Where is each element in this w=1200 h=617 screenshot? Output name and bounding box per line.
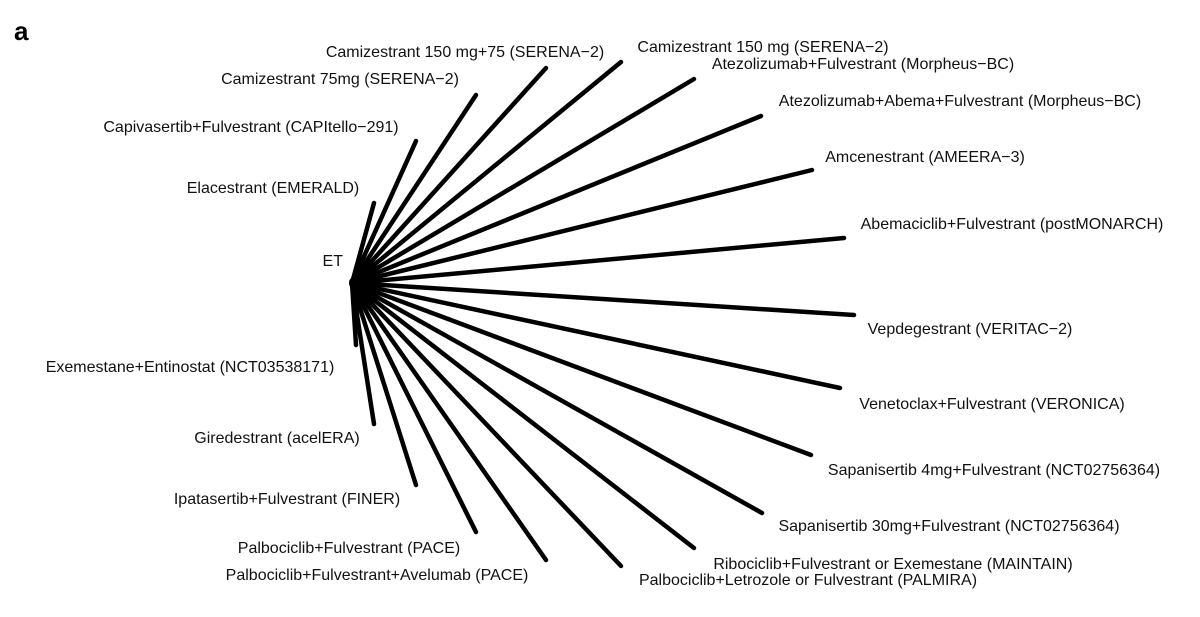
edge-venetoclax-fulv: [349, 280, 843, 391]
edge-ipatasertib: [349, 280, 419, 488]
edge-capivasertib: [349, 138, 419, 286]
edge-ribociclib: [349, 280, 697, 551]
edge-camizestrant-150: [349, 59, 624, 286]
node-label-atezolizumab-fulv: Atezolizumab+Fulvestrant (Morpheus−BC): [712, 56, 1014, 73]
node-label-palbociclib-letrozole: Palbociclib+Letrozole or Fulvestrant (PA…: [639, 572, 977, 589]
node-label-abemaciclib-fulv: Abemaciclib+Fulvestrant (postMONARCH): [861, 216, 1164, 233]
edge-atezolizumab-abema-fulv: [349, 113, 764, 286]
node-label-sapanisertib-4: Sapanisertib 4mg+Fulvestrant (NCT0275636…: [828, 462, 1160, 479]
node-label-amcenestrant: Amcenestrant (AMEERA−3): [825, 149, 1025, 166]
node-label-sapanisertib-30: Sapanisertib 30mg+Fulvestrant (NCT027563…: [778, 518, 1119, 535]
node-label-venetoclax-fulv: Venetoclax+Fulvestrant (VERONICA): [859, 396, 1124, 413]
labels-group: ET Camizestrant 150 mg+75 (SERENA−2) Cami…: [46, 39, 1164, 589]
node-label-elacestrant: Elacestrant (EMERALD): [187, 180, 360, 197]
edge-abemaciclib-fulv: [349, 235, 847, 286]
panel-label: a: [14, 16, 29, 46]
edge-atezolizumab-fulv: [349, 76, 697, 286]
edge-palbociclib-fulv-avelumab: [349, 280, 549, 563]
edge-elacestrant: [349, 200, 377, 286]
node-label-giredestrant: Giredestrant (acelERA): [194, 430, 359, 447]
node-label-exemestane-entinostat: Exemestane+Entinostat (NCT03538171): [46, 359, 335, 376]
edge-sapanisertib-30: [349, 280, 765, 516]
node-label-camizestrant-150: Camizestrant 150 mg (SERENA−2): [637, 39, 888, 56]
edge-amcenestrant: [349, 167, 815, 286]
edge-exemestane-entinostat: [349, 280, 359, 348]
node-label-atezolizumab-abema-fulv: Atezolizumab+Abema+Fulvestrant (Morpheus…: [779, 93, 1141, 110]
edges-group: [349, 59, 857, 569]
center-node-label: ET: [323, 253, 344, 270]
edge-camizestrant-75: [349, 92, 479, 286]
node-label-camizestrant-150-75: Camizestrant 150 mg+75 (SERENA−2): [326, 44, 604, 61]
node-label-capivasertib: Capivasertib+Fulvestrant (CAPItello−291): [103, 119, 398, 136]
edge-palbociclib-letrozole: [349, 280, 624, 569]
center-node: [349, 276, 363, 290]
node-label-ipatasertib: Ipatasertib+Fulvestrant (FINER): [174, 491, 400, 508]
node-label-ribociclib: Ribociclib+Fulvestrant or Exemestane (MA…: [713, 556, 1072, 573]
node-label-palbociclib-fulv: Palbociclib+Fulvestrant (PACE): [238, 540, 460, 557]
node-label-camizestrant-75: Camizestrant 75mg (SERENA−2): [221, 71, 459, 88]
edge-palbociclib-fulv: [349, 280, 479, 535]
edge-sapanisertib-4: [349, 280, 814, 458]
node-label-vepdegestrant: Vepdegestrant (VERITAC−2): [868, 321, 1073, 338]
node-label-palbociclib-fulv-avelumab: Palbociclib+Fulvestrant+Avelumab (PACE): [226, 567, 529, 584]
edge-vepdegestrant: [349, 280, 857, 318]
edge-camizestrant-150-75: [349, 65, 549, 286]
